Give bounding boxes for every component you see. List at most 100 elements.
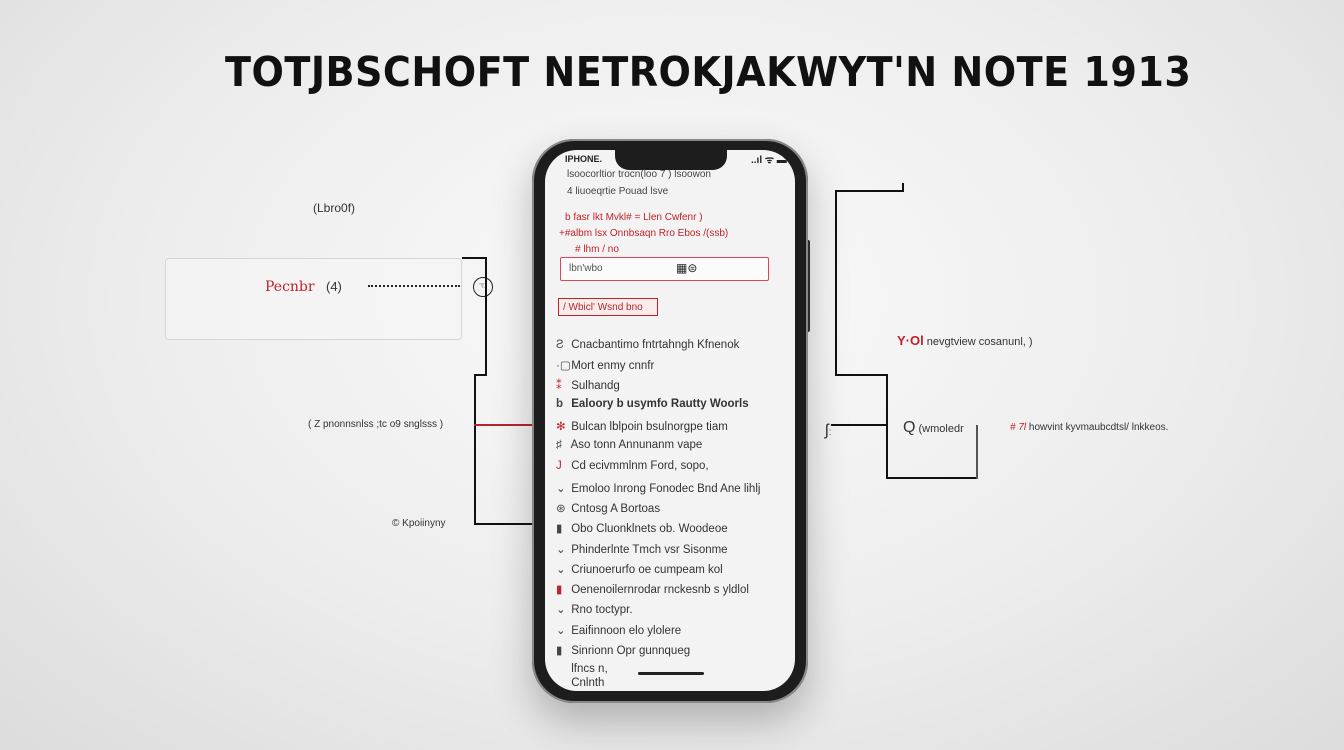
left-top-label: (Lbro0f) — [313, 201, 356, 215]
left-box-label: Pecnbr — [265, 279, 315, 295]
list-item-label: Oenenoilernrodar rnckesnb s yldlol — [571, 584, 749, 596]
right-upper-prefix: Y·Ol — [897, 333, 924, 348]
page-title: TOTJBSCHOFT NETROKJAKWYT'N NOTE 1913 — [225, 48, 1192, 96]
connector-line — [831, 424, 887, 426]
right-far-text: howvint kyvmaubcdtsl/ lnkkeos. — [1028, 422, 1169, 433]
list-item[interactable]: ▮ Oenenoilernrodar rnckesnb s yldlol — [556, 582, 749, 596]
list-item-label: Sinrionn Opr gunnqueg — [571, 645, 691, 657]
right-upper-label: Y·Ol nevgtview cosanunl, ) — [897, 333, 1033, 348]
right-search-text: (wmoledr — [918, 423, 964, 435]
list-item[interactable]: ⌄ Criunoerurfo oe cumpeam kol — [556, 562, 723, 576]
list-item-icon: ⌄ — [556, 564, 566, 576]
connector-line — [835, 190, 837, 376]
status-carrier: IPHONE. — [565, 154, 603, 164]
list-item-label: Aso tonn Annunanm vape — [570, 439, 703, 451]
phone-input-field[interactable]: lbn'wbo ▦⊜ — [560, 257, 769, 281]
list-item-label: Cnlnth — [571, 677, 605, 689]
left-callout-box — [165, 258, 462, 340]
right-far-label: # 7l howvint kyvmaubcdtsl/ lnkkeos. — [1010, 422, 1168, 433]
list-item-icon: ⌄ — [556, 604, 566, 616]
dotted-connector — [368, 285, 460, 287]
list-item[interactable]: ⁑ Sulhandg — [556, 378, 620, 392]
connector-line — [886, 477, 978, 479]
list-item-icon: ⁑ — [556, 380, 562, 392]
phone-mockup: IPHONE. ..ıl ᯤ ▬ lsoocorltior trocn(loo … — [532, 139, 808, 703]
header-line: lsoocorltior trocn(loo 7 ) lsoowon — [567, 169, 711, 180]
red-info-line: b fasr lkt Mvkl# = Llen Cwfenr ) — [565, 212, 703, 223]
card-icon: ▦⊜ — [676, 261, 698, 275]
list-item-icon: ♯ — [556, 439, 562, 451]
list-item-icon: J — [556, 460, 562, 472]
list-item-icon: ▮ — [556, 645, 563, 657]
connector-line — [902, 183, 904, 192]
list-item[interactable]: ·▢ Mort enmy cnnfr — [556, 358, 654, 372]
phone-screen: IPHONE. ..ıl ᯤ ▬ lsoocorltior trocn(loo … — [545, 150, 795, 691]
connector-line — [836, 190, 904, 192]
connector-line — [835, 374, 888, 376]
list-item[interactable]: lfncs n, — [556, 663, 608, 675]
list-item[interactable]: ▮ Sinrionn Opr gunnqueg — [556, 643, 690, 657]
list-item[interactable]: J Cd ecivmmlnm Ford, sopo, — [556, 460, 709, 472]
list-item-label: Rno toctypr. — [571, 604, 633, 616]
list-item-label: Obo Cluonklnets ob. Woodeoe — [571, 523, 728, 535]
connector-line — [976, 425, 978, 479]
list-item[interactable]: ⌄ Eaifinnoon elo ylolere — [556, 623, 681, 637]
list-item-label: lfncs n, — [571, 663, 608, 675]
list-item-label: Sulhandg — [571, 380, 620, 392]
list-item[interactable]: ⌄ Rno toctypr. — [556, 602, 633, 616]
list-item-icon: ▮ — [556, 584, 563, 596]
connector-line — [485, 257, 487, 376]
phone-red-button[interactable]: / Wbicl' Wsnd bno — [558, 298, 658, 316]
red-info-line: # lhm / no — [575, 244, 619, 255]
list-item[interactable]: ⌄ Phinderlnte Tmch vsr Sisonme — [556, 542, 728, 556]
red-pointer-line — [474, 424, 550, 426]
list-item-icon: b — [556, 398, 564, 410]
list-item-label: Cntosg A Bortoas — [571, 503, 661, 515]
list-item[interactable]: ⊛ Cntosg A Bortoas — [556, 501, 660, 515]
list-item-icon: ▮ — [556, 523, 563, 535]
left-middle-label: ( Z pnonnsnlss ;tc o9 snglsss ) — [308, 419, 444, 430]
list-item-label: Criunoerurfo oe cumpeam kol — [571, 564, 723, 576]
right-upper-text: nevgtview cosanunl, ) — [926, 336, 1033, 348]
list-item[interactable]: ✻ Bulcan lblpoin bsulnorgpe tiam — [556, 419, 728, 433]
home-indicator[interactable] — [638, 672, 704, 675]
connector-line — [474, 523, 540, 525]
status-icons: ..ıl ᯤ ▬ — [751, 155, 787, 166]
left-box-badge: (4) — [326, 279, 342, 294]
list-item-icon: ⌄ — [556, 625, 566, 637]
list-item-icon: Ƨ — [556, 339, 564, 351]
list-item-label: Ealoory b usymfo Rautty Woorls — [571, 398, 749, 410]
list-item-label: Cnacbantimo fntrtahngh Kfnenok — [571, 339, 740, 351]
list-item-label: Cd ecivmmlnm Ford, sopo, — [571, 460, 709, 472]
list-item-icon: ⌄ — [556, 483, 566, 495]
connector-line — [474, 374, 487, 376]
list-item[interactable]: Cnlnth — [556, 677, 604, 689]
right-far-prefix: # 7l — [1010, 422, 1027, 433]
list-item-label: Emoloo Inrong Fonodec Bnd Ane lihlj — [571, 483, 761, 495]
list-item-label: Eaifinnoon elo ylolere — [571, 625, 682, 637]
input-value: lbn'wbo — [569, 263, 603, 274]
list-item-icon: ⊛ — [556, 503, 566, 515]
list-item-icon: ✻ — [556, 421, 566, 433]
list-item-label: Phinderlnte Tmch vsr Sisonme — [571, 544, 728, 556]
hand-icon[interactable]: ☜ — [473, 277, 493, 297]
list-item-label: Mort enmy cnnfr — [571, 360, 655, 372]
list-item[interactable]: b Ealoory b usymfo Rautty Woorls — [556, 398, 749, 410]
list-item-icon: ⌄ — [556, 544, 566, 556]
red-info-line: +#albm lsx Onnbsaqn Rro Ebos /(ssb) — [559, 228, 729, 239]
header-line: 4 liuoeqrtie Pouad lsve — [567, 186, 669, 197]
connector-line — [474, 374, 476, 525]
connector-line — [886, 374, 888, 479]
left-bottom-label: © Kpoiinyny — [392, 518, 446, 529]
list-item[interactable]: ♯ Aso tonn Annunanm vape — [556, 439, 702, 451]
right-search-label: Q (wmoledr — [903, 419, 964, 437]
list-item-icon: ·▢ — [556, 360, 571, 372]
list-item[interactable]: Ƨ Cnacbantimo fntrtahngh Kfnenok — [556, 339, 739, 351]
connector-line — [462, 257, 487, 259]
phone-notch — [615, 150, 727, 170]
list-item[interactable]: ▮ Obo Cluonklnets ob. Woodeoe — [556, 521, 728, 535]
list-item-label: Bulcan lblpoin bsulnorgpe tiam — [571, 421, 728, 433]
search-icon[interactable]: Q — [903, 419, 916, 436]
list-item[interactable]: ⌄ Emoloo Inrong Fonodec Bnd Ane lihlj — [556, 481, 760, 495]
phone-side-button — [806, 240, 810, 332]
